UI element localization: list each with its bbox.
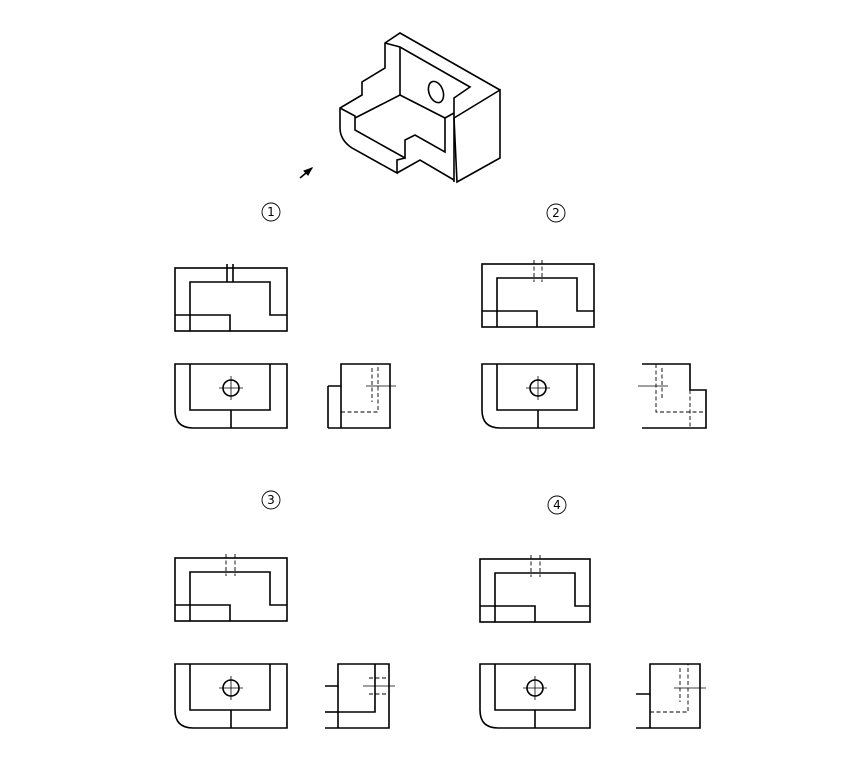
option-3-side bbox=[325, 663, 395, 729]
option-label-4: 4 bbox=[547, 495, 567, 515]
option-3-front bbox=[174, 663, 288, 729]
option-3-top bbox=[174, 554, 288, 622]
option-1-views bbox=[174, 264, 288, 332]
option-label-text: 3 bbox=[267, 493, 275, 507]
option-4-front bbox=[479, 663, 591, 729]
option-1-side bbox=[327, 363, 396, 429]
isometric-object bbox=[299, 32, 501, 184]
option-4-side bbox=[636, 663, 706, 729]
option-label-circle bbox=[261, 490, 281, 510]
option-label-text: 2 bbox=[552, 206, 560, 220]
top-view bbox=[174, 264, 288, 332]
option-4-top bbox=[479, 555, 591, 623]
option-label-text: 4 bbox=[553, 498, 561, 512]
option-label-circle bbox=[546, 203, 566, 223]
option-1-front bbox=[174, 363, 288, 429]
option-label-circle bbox=[547, 495, 567, 515]
option-label-2: 2 bbox=[546, 203, 566, 223]
option-2-side bbox=[638, 363, 707, 429]
option-2-top bbox=[481, 260, 595, 328]
option-2-front bbox=[481, 363, 595, 429]
option-label-text: 1 bbox=[267, 205, 275, 219]
option-label-3: 3 bbox=[261, 490, 281, 510]
option-label-1: 1 bbox=[261, 202, 281, 222]
option-label-circle bbox=[261, 202, 281, 222]
